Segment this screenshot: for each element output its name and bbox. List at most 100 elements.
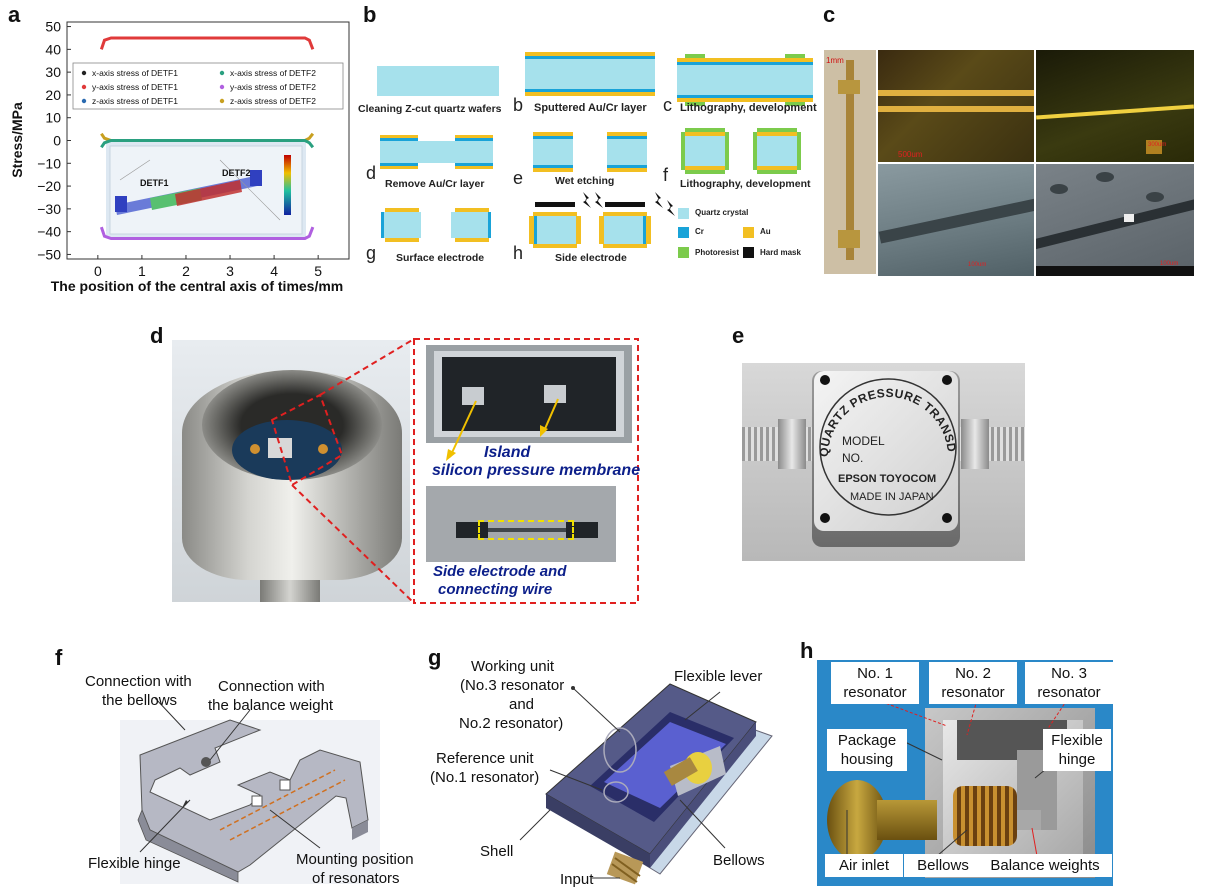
- label-reference-unit: Reference unit: [436, 750, 534, 767]
- y-tick-label: −10: [37, 155, 61, 171]
- caption-step7: Surface electrode: [396, 252, 485, 264]
- caption-step1: Cleaning Z-cut quartz wafers: [358, 103, 502, 115]
- label-mounting-1: Mounting position: [296, 851, 414, 868]
- label-membrane: silicon pressure membrane: [432, 462, 641, 479]
- label-h-package-b: housing: [840, 751, 894, 768]
- label-h-no2-b: resonator: [941, 684, 1005, 701]
- sensor-housing-photo: [172, 340, 410, 602]
- x-tick-label: 3: [226, 263, 234, 279]
- sub-b: b: [513, 95, 524, 115]
- lithography-2-wafer: [681, 128, 801, 174]
- sem-bottom-right: 100um: [1036, 164, 1194, 276]
- panel-h-leaders: [846, 699, 1068, 857]
- legend-swatch-photoresist: [678, 247, 689, 258]
- wet-etched-wafer: [533, 132, 647, 172]
- scale-1mm: 1mm: [826, 56, 844, 65]
- label-h-balance: Balance weights: [978, 854, 1112, 877]
- sub-e: e: [513, 168, 524, 188]
- label-connection-weight-2: the balance weight: [208, 697, 334, 714]
- legend-entry: z-axis stress of DETF2: [230, 96, 316, 106]
- y-tick-label: 30: [45, 64, 61, 80]
- label-h-no3-b: resonator: [1037, 684, 1101, 701]
- legend-label-quartz: Quartz crystal: [695, 208, 749, 217]
- caption-step6: Lithography, development: [680, 178, 811, 190]
- y-axis-label: Stress/MPa: [9, 102, 25, 178]
- panel-label-a: a: [8, 2, 21, 27]
- svg-text:QUARTZ PRESSURE TRANSDUCER: QUARTZ PRESSURE TRANSDUCER: [814, 371, 959, 457]
- label-mounting-2: of resonators: [312, 870, 400, 887]
- label-connection-bellows-1: Connection with: [85, 673, 192, 690]
- legend-swatch-hardmask: [743, 247, 754, 258]
- x-tick-label: 2: [182, 263, 190, 279]
- scale-100um-b: 100um: [1160, 261, 1179, 267]
- sub-h: h: [513, 243, 524, 263]
- legend-swatch-cr: [678, 227, 689, 238]
- panel-label-c: c: [823, 2, 836, 27]
- panel-label-g: g: [428, 645, 442, 670]
- side-electrode-wafer: [529, 192, 675, 248]
- legend-entry: x-axis stress of DETF1: [92, 68, 178, 78]
- label-h-flexible-b: hinge: [1058, 751, 1096, 768]
- no-text: NO.: [842, 451, 863, 465]
- label-no3-resonator: (No.3 resonator: [460, 677, 565, 694]
- y-tick-label: −20: [37, 178, 61, 194]
- legend-marker: [219, 98, 225, 104]
- inset-label-detf1: DETF1: [140, 178, 169, 188]
- y-tick-label: −30: [37, 201, 61, 217]
- legend-label-photoresist: Photoresist: [695, 248, 740, 257]
- label-connection-weight-1: Connection with: [218, 678, 325, 695]
- label-no1-resonator: (No.1 resonator): [430, 769, 540, 786]
- caption-step4: Remove Au/Cr layer: [385, 178, 485, 190]
- island-arrows: [446, 398, 559, 461]
- caption-step8: Side electrode: [555, 252, 627, 264]
- label-input: Input: [560, 871, 594, 888]
- label-connection-bellows-2: the bellows: [102, 692, 178, 709]
- chart-legend: [72, 62, 344, 110]
- x-tick-label: 4: [270, 263, 278, 279]
- sensor-cad-drawing: [545, 683, 773, 885]
- label-h-bellows: Bellows: [904, 854, 982, 877]
- label-h-no1-b: resonator: [843, 684, 907, 701]
- label-no2-resonator: No.2 resonator): [459, 715, 564, 732]
- legend-entry: y-axis stress of DETF1: [92, 82, 178, 92]
- legend-label-hardmask: Hard mask: [760, 248, 801, 257]
- label-connecting-wire: connecting wire: [438, 581, 553, 598]
- y-tick-label: −50: [37, 246, 61, 262]
- brand-text: EPSON TOYOCOM: [838, 473, 936, 485]
- label-h-air-inlet: Air inlet: [825, 854, 903, 877]
- x-tick-label: 5: [314, 263, 322, 279]
- y-tick-label: 10: [45, 110, 61, 126]
- made-in-text: MADE IN JAPAN: [850, 491, 934, 503]
- scale-300um: 300um: [1148, 142, 1167, 148]
- legend-marker: [81, 98, 87, 104]
- y-tick-label: 20: [45, 87, 61, 103]
- legend-label-au: Au: [760, 227, 771, 236]
- quartz-wafer: [377, 66, 499, 96]
- sub-c: c: [663, 95, 672, 115]
- label-bellows-g: Bellows: [713, 852, 765, 869]
- series-line: [99, 226, 315, 240]
- series-line: [99, 36, 315, 50]
- x-axis-label: The position of the central axis of time…: [51, 278, 344, 294]
- label-working-unit: Working unit: [471, 658, 555, 675]
- legend-marker: [81, 70, 87, 76]
- surface-electrode-wafer: [381, 208, 491, 242]
- scale-500um: 500um: [898, 150, 923, 159]
- inset-label-detf2: DETF2: [222, 168, 251, 178]
- label-h-no3-a: No. 3: [1051, 665, 1087, 682]
- removed-layer-wafer: [380, 135, 493, 169]
- model-text: MODEL: [842, 434, 885, 448]
- electrode-micrograph: [426, 486, 616, 562]
- legend-marker: [219, 84, 225, 90]
- legend-label-cr: Cr: [695, 227, 704, 236]
- caption-step2: Sputtered Au/Cr layer: [534, 102, 647, 114]
- panel-label-h: h: [800, 638, 814, 663]
- ring-text: QUARTZ PRESSURE TRANSDUCER: [814, 371, 958, 457]
- resonator-photo: 1mm: [824, 50, 876, 274]
- legend-entry: y-axis stress of DETF2: [230, 82, 316, 92]
- legend-entry: z-axis stress of DETF1: [92, 96, 178, 106]
